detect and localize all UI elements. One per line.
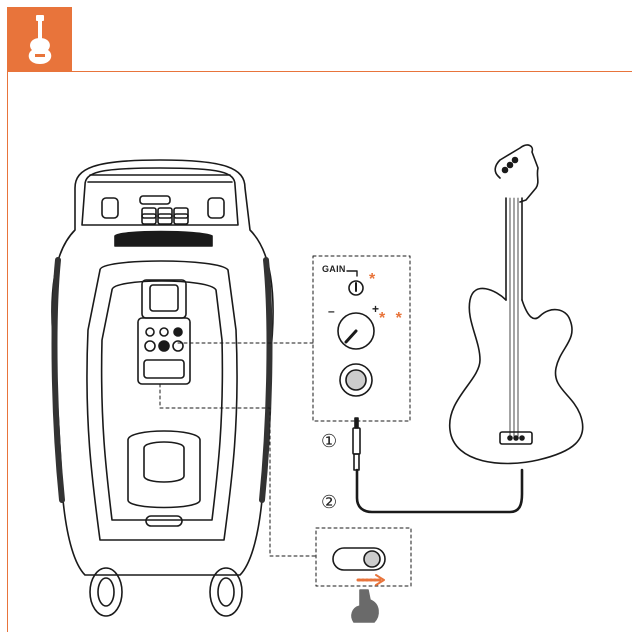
- step-2-label: ②: [321, 492, 338, 512]
- pointing-hand-icon: [351, 589, 379, 623]
- jack-plug-icon: [352, 417, 361, 471]
- guitar-mode-button-icon: [332, 547, 386, 571]
- level-note-marker: * *: [379, 310, 405, 327]
- input-panel-box: [312, 255, 411, 422]
- gain-label: GAIN: [322, 264, 346, 274]
- electric-guitar-icon: [28, 14, 51, 64]
- guitar-mode-box: [315, 527, 412, 587]
- header-divider: [72, 71, 632, 72]
- party-speaker: [51, 159, 274, 617]
- minus-sign: –: [328, 304, 335, 318]
- header-badge: [7, 7, 72, 72]
- level-knob-icon: [337, 312, 375, 350]
- left-divider: [7, 72, 8, 632]
- electric-guitar: [449, 144, 584, 465]
- callout-lines: [159, 342, 317, 557]
- gain-note-marker: *: [369, 271, 376, 288]
- input-jack-icon: [339, 363, 373, 397]
- gain-switch-icon: [348, 280, 364, 296]
- step-1-label: ①: [321, 431, 338, 451]
- guitar-cable: [355, 468, 524, 514]
- plus-sign: +: [372, 302, 380, 316]
